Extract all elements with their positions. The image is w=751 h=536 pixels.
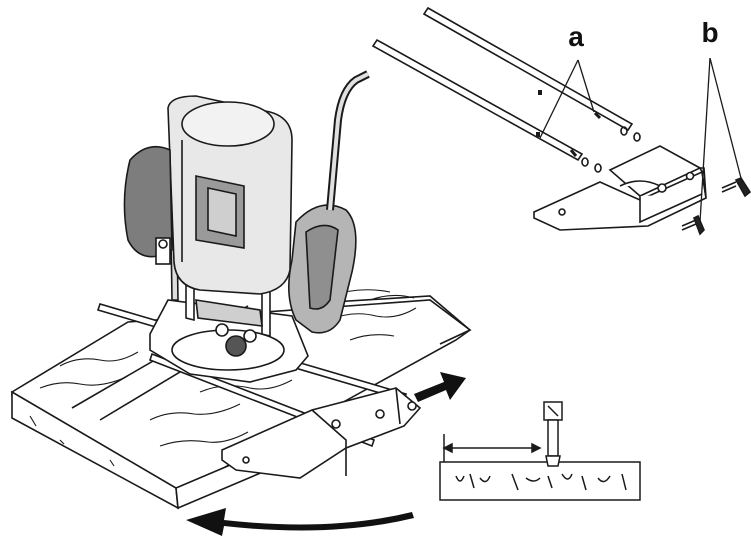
wood-grain — [29, 289, 417, 467]
router-left-knob — [123, 145, 173, 258]
feed-direction-arrow — [414, 372, 466, 402]
distance-detail — [439, 401, 641, 501]
guide-fence — [533, 145, 707, 231]
leader-lines — [539, 57, 743, 223]
callout-b: b — [701, 17, 718, 48]
router — [123, 70, 370, 383]
screws — [681, 177, 751, 236]
callout-a: a — [568, 21, 584, 52]
exploded-guide-inset — [371, 6, 751, 236]
guide-rods — [371, 6, 641, 173]
rotation-arrow — [186, 508, 414, 536]
